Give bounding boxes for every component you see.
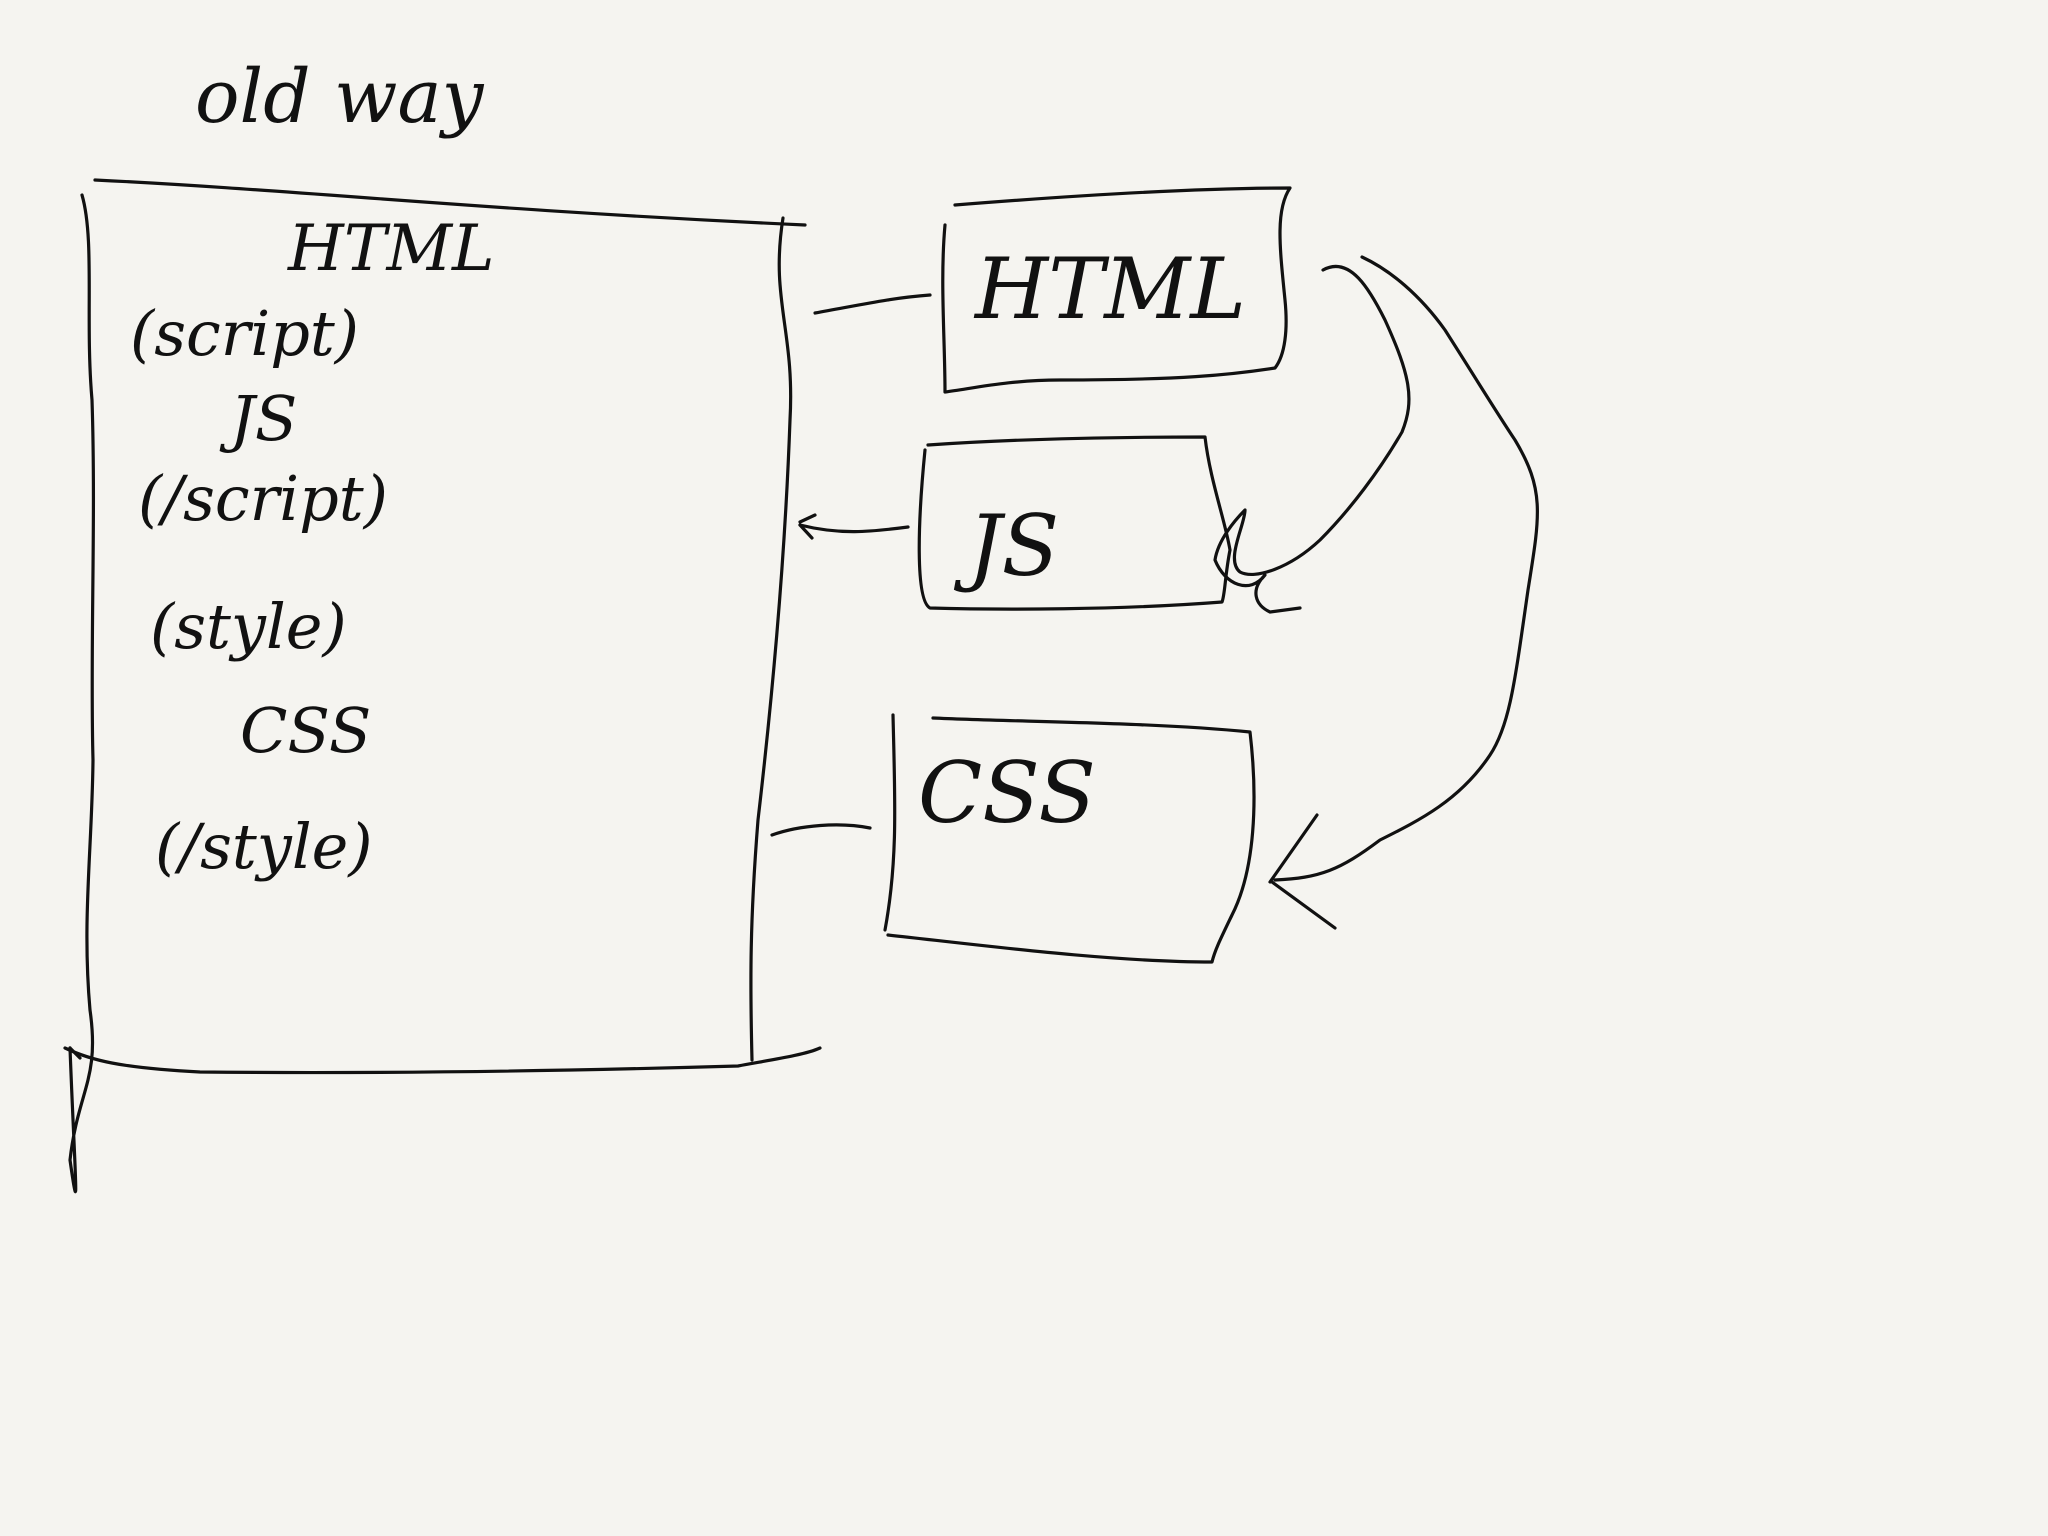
css-file-box: [883, 713, 1256, 964]
combined-line-html: HTML: [287, 212, 495, 286]
diagram-title: old way: [195, 54, 485, 140]
combined-line-style-close: (/style): [155, 810, 373, 883]
js-file-box: [917, 435, 1232, 611]
html-connector-line: [813, 293, 932, 315]
combined-line-js: JS: [219, 382, 297, 455]
html-to-js-arrow: [1213, 264, 1411, 614]
html-file-box: [941, 186, 1292, 394]
js-connector-arrowhead: [798, 513, 817, 540]
combined-line-script-close: (/script): [138, 462, 388, 535]
css-file-label: CSS: [918, 744, 1096, 842]
js-file-label: JS: [953, 497, 1059, 595]
html-file-label: HTML: [973, 240, 1246, 338]
combined-line-style-open: (style): [150, 590, 347, 663]
html-to-css-arrow: [1273, 255, 1539, 882]
html-to-css-arrowhead: [1268, 813, 1337, 930]
js-connector-line: [798, 523, 910, 534]
combined-line-script-open: (script): [130, 297, 359, 370]
combined-file-box: [63, 178, 822, 1194]
css-connector-line: [770, 823, 872, 837]
combined-line-css: CSS: [240, 694, 371, 767]
